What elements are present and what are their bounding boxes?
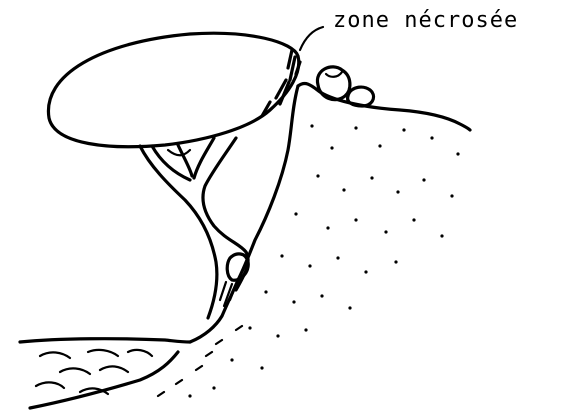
fork-right	[194, 138, 214, 178]
soil-wave-1	[40, 352, 70, 358]
trunk-left	[140, 146, 217, 318]
trunk-right	[203, 138, 248, 290]
soil-wave-3	[128, 350, 152, 356]
stone-detail	[326, 72, 342, 77]
soil-wave-2	[88, 350, 118, 356]
soil-wave-5	[100, 366, 128, 372]
necrotic-zone-label: zone nécrosée	[333, 8, 518, 33]
ground-line-left	[20, 339, 190, 342]
leader-line	[300, 27, 323, 50]
soil-wave-6	[36, 382, 64, 388]
slope-outline	[298, 84, 470, 130]
ground-line-lower	[30, 352, 178, 408]
cap-outline	[48, 33, 298, 147]
soil-wave-4	[60, 368, 90, 374]
